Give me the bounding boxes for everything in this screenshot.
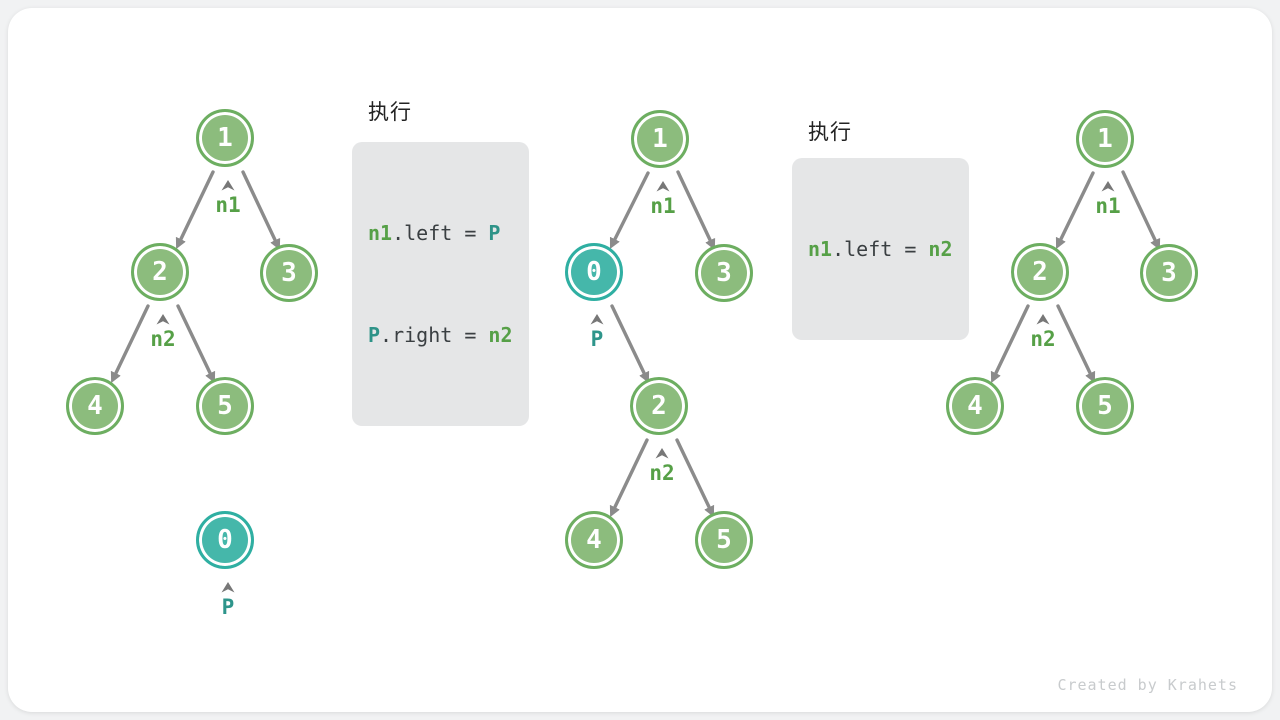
tree-node: 5 — [196, 377, 254, 435]
code-block: n1.left = P P.right = n2 — [352, 142, 529, 426]
tree-node: 3 — [695, 244, 753, 302]
tree-node: 4 — [565, 511, 623, 569]
pointer-label-text: n1 — [650, 194, 676, 218]
code-token: n1 — [368, 221, 393, 245]
tree-node: 0 — [565, 243, 623, 301]
up-arrow-icon — [221, 582, 235, 593]
code-token: P — [488, 221, 501, 245]
tree-node: 4 — [946, 377, 1004, 435]
pointer-label: P — [206, 582, 250, 618]
up-arrow-icon — [156, 314, 170, 325]
pointer-label: n1 — [206, 180, 250, 216]
up-arrow-icon — [221, 180, 235, 191]
pointer-label-text: P — [221, 595, 235, 619]
up-arrow-icon — [590, 314, 604, 325]
code-token: n2 — [928, 237, 953, 261]
pointer-label: n1 — [1086, 181, 1130, 217]
tree-node: 1 — [1076, 110, 1134, 168]
code-token: .left = — [832, 237, 929, 261]
pointer-label: n2 — [1021, 314, 1065, 350]
pointer-label-text: n2 — [150, 327, 176, 351]
tree-node: 5 — [695, 511, 753, 569]
card-background — [8, 8, 1272, 712]
pointer-label: n2 — [141, 314, 185, 350]
up-arrow-icon — [1101, 181, 1115, 192]
pointer-label-text: n1 — [1095, 194, 1121, 218]
pointer-label-text: n2 — [649, 461, 675, 485]
pointer-label: P — [575, 314, 619, 350]
tree-node: 2 — [1011, 243, 1069, 301]
tree-node: 2 — [131, 243, 189, 301]
code-token: .left = — [392, 221, 489, 245]
tree-node: 2 — [630, 377, 688, 435]
up-arrow-icon — [1036, 314, 1050, 325]
code-token: P — [368, 323, 381, 347]
code-line: n1.left = P — [368, 216, 513, 250]
tree-node: 3 — [260, 244, 318, 302]
pointer-label-text: n1 — [215, 193, 241, 217]
tree-node: 1 — [631, 110, 689, 168]
code-token: n2 — [488, 323, 513, 347]
code-block: n1.left = n2 — [792, 158, 969, 340]
up-arrow-icon — [655, 448, 669, 459]
step-title: 执行 — [368, 100, 412, 124]
pointer-label: n1 — [641, 181, 685, 217]
pointer-label: n2 — [640, 448, 684, 484]
up-arrow-icon — [656, 181, 670, 192]
tree-node: 5 — [1076, 377, 1134, 435]
pointer-label-text: P — [590, 327, 604, 351]
step-title: 执行 — [808, 120, 852, 144]
tree-node: 4 — [66, 377, 124, 435]
code-line: P.right = n2 — [368, 318, 513, 352]
watermark: Created by Krahets — [1057, 676, 1238, 694]
code-token: .right = — [380, 323, 489, 347]
code-token: n1 — [808, 237, 833, 261]
tree-node: 1 — [196, 109, 254, 167]
tree-node: 0 — [196, 511, 254, 569]
tree-node: 3 — [1140, 244, 1198, 302]
pointer-label-text: n2 — [1030, 327, 1056, 351]
code-line: n1.left = n2 — [808, 232, 953, 266]
